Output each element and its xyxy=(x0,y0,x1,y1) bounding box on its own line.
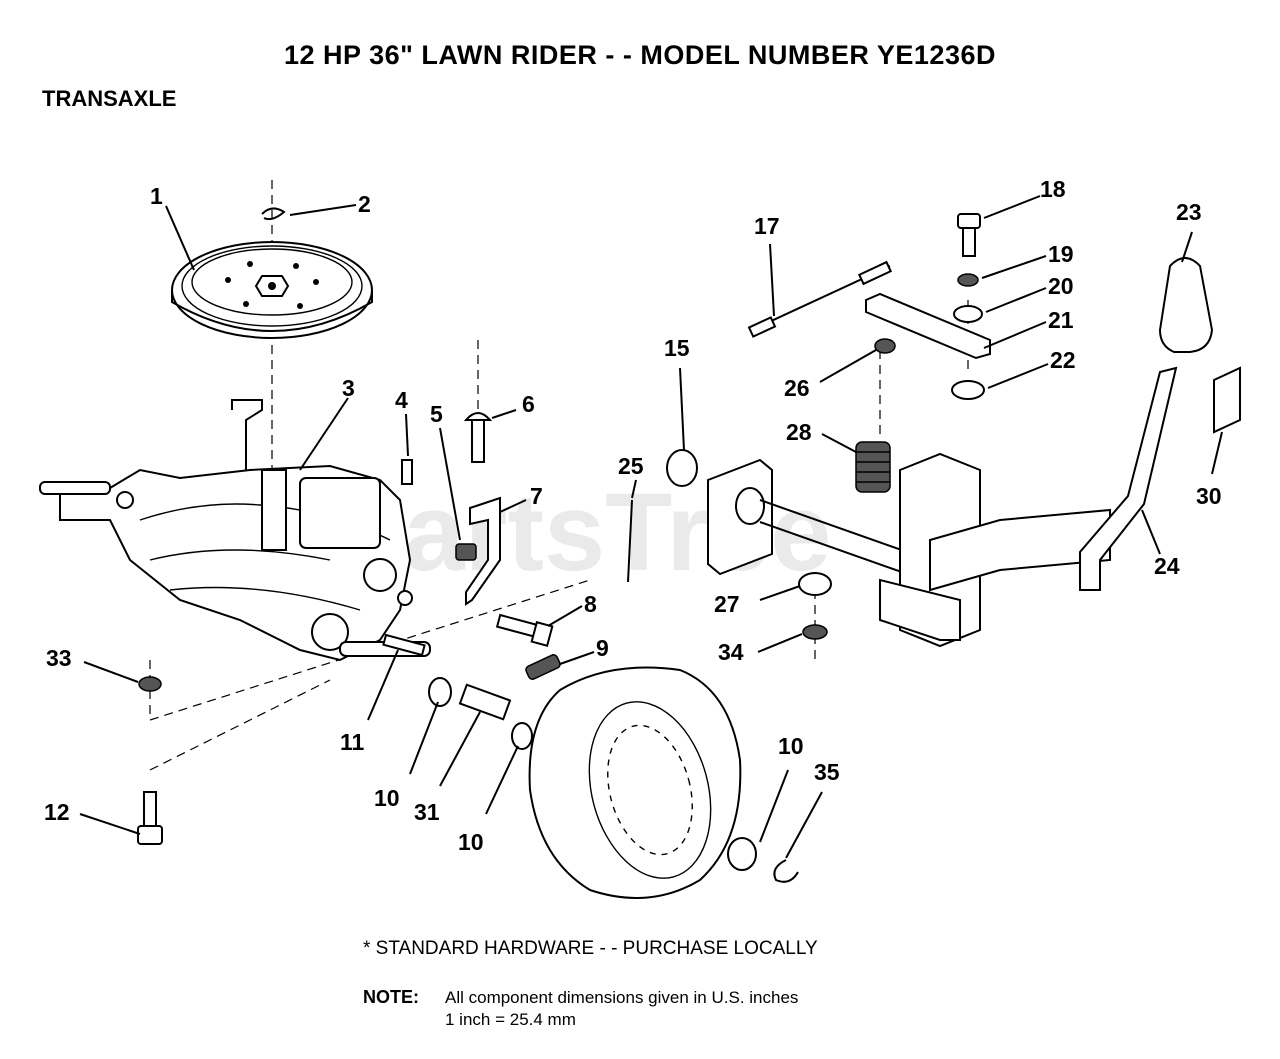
e-clip-part xyxy=(773,859,799,883)
washer-part xyxy=(727,837,757,871)
retaining-clip-part xyxy=(261,207,286,221)
callout-17: 17 xyxy=(754,213,780,239)
callout-22: 22 xyxy=(1050,347,1076,373)
callout-18: 18 xyxy=(1040,176,1066,202)
washer-part xyxy=(953,305,983,323)
standard-hardware-note: * STANDARD HARDWARE - - PURCHASE LOCALLY xyxy=(363,938,818,959)
note-label: NOTE: xyxy=(363,987,419,1007)
callout-6: 6 xyxy=(522,391,535,417)
washer-part xyxy=(511,722,533,750)
callout-8: 8 xyxy=(584,591,597,617)
shift-lever-part xyxy=(1079,366,1178,591)
washer-part xyxy=(666,449,698,487)
section-title: TRANSAXLE xyxy=(42,86,177,111)
callout-28: 28 xyxy=(786,419,812,445)
decal-part xyxy=(1213,366,1241,434)
callout-5: 5 xyxy=(430,401,443,427)
set-screw-part xyxy=(525,654,561,680)
callout-26: 26 xyxy=(784,375,810,401)
callout-10: 10 xyxy=(374,785,400,811)
shoulder-bolt-part xyxy=(137,791,163,845)
washer-part xyxy=(951,380,985,400)
callout-7: 7 xyxy=(530,483,543,509)
page-title: 12 HP 36" LAWN RIDER - - MODEL NUMBER YE… xyxy=(284,40,996,70)
leader-lines xyxy=(79,195,1223,859)
callout-27: 27 xyxy=(714,591,740,617)
callout-15: 15 xyxy=(664,335,690,361)
knob-part xyxy=(1158,257,1214,353)
shift-bracket-part xyxy=(707,452,1111,648)
callout-10: 10 xyxy=(458,829,484,855)
note-line-1: All component dimensions given in U.S. i… xyxy=(445,988,799,1007)
washer-part xyxy=(428,677,452,707)
wheel-part xyxy=(528,666,742,899)
spacer-nut-part xyxy=(798,572,832,596)
carriage-bolt-part xyxy=(463,412,493,463)
nut-part xyxy=(455,543,477,561)
callout-11: 11 xyxy=(340,729,365,755)
bracket-part xyxy=(465,496,501,606)
spring-part xyxy=(855,441,891,493)
nut-part xyxy=(874,338,896,354)
cotter-pin-part xyxy=(627,499,633,583)
callout-35: 35 xyxy=(814,759,840,785)
callout-20: 20 xyxy=(1048,273,1074,299)
callout-23: 23 xyxy=(1176,199,1202,225)
callout-25: 25 xyxy=(618,453,644,479)
key-part xyxy=(401,459,413,485)
pulley-part xyxy=(171,241,373,339)
callout-33: 33 xyxy=(46,645,72,671)
axle-key-part xyxy=(382,633,426,657)
callout-1: 1 xyxy=(150,183,163,209)
washer-part xyxy=(802,624,828,640)
hex-bolt-part xyxy=(957,213,981,257)
callout-4: 4 xyxy=(395,387,408,413)
spacer-part xyxy=(458,683,512,721)
callout-34: 34 xyxy=(718,639,744,665)
lock-washer-part xyxy=(957,273,979,287)
callout-12: 12 xyxy=(44,799,70,825)
plate-part xyxy=(865,292,991,360)
callout-labels: 1 2 3 4 5 6 7 8 9 10 10 10 11 12 15 17 1… xyxy=(44,176,1222,855)
dimensions-note: NOTE: All component dimensions given in U… xyxy=(363,986,798,1031)
callout-24: 24 xyxy=(1154,553,1180,579)
callout-21: 21 xyxy=(1048,307,1074,333)
callout-19: 19 xyxy=(1048,241,1074,267)
nut-part xyxy=(138,676,162,692)
callout-2: 2 xyxy=(358,191,371,217)
callout-3: 3 xyxy=(342,375,355,401)
transaxle-part xyxy=(39,399,431,662)
callout-10: 10 xyxy=(778,733,804,759)
callout-31: 31 xyxy=(414,799,440,825)
callout-9: 9 xyxy=(596,635,609,661)
shift-rod-part xyxy=(747,260,893,338)
callout-30: 30 xyxy=(1196,483,1222,509)
note-line-2: 1 inch = 25.4 mm xyxy=(445,1010,576,1029)
hex-bolt-part xyxy=(495,613,554,647)
